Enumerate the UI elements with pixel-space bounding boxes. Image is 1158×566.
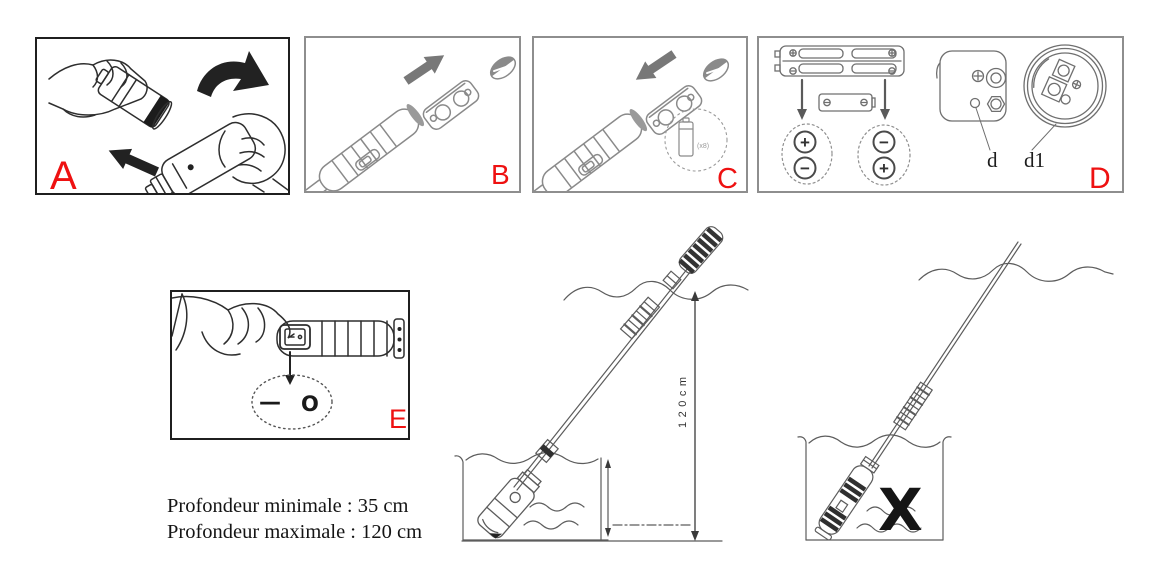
water-basin-icon [797,434,952,541]
pole-coupling-icon [95,66,173,130]
power-switch-icon [279,324,311,350]
detail-bubble [664,108,728,172]
pole-grip-icon [619,296,661,340]
battery-cartridge-icon [645,85,703,135]
pole-connector-icon [662,270,682,290]
panel-e-letter: E [389,404,407,434]
switch-off-symbol: O [301,392,319,416]
vacuum-head-icon [477,468,542,539]
hand-icon [172,293,295,356]
battery-cartridge-icon [422,80,480,130]
polarity-circle [793,130,817,154]
pole-joint-icon [534,438,560,464]
polarity-arrow-icon [797,78,890,120]
polarity-circle [872,130,896,154]
panel-b-remove-cartridge: B [304,36,521,193]
minus-sign: − [800,159,810,178]
minus-sign: − [879,133,889,152]
remove-arrow-icon [400,46,450,90]
min-depth-caption: Profondeur minimale : 35 cm [167,495,409,517]
twist-arrow-icon [197,51,269,97]
panel-a-assemble-head: A [35,37,290,195]
panel-a-letter: A [50,154,77,193]
panel-c-insert-cartridge: (x8) C [532,36,748,193]
switch-arrow-icon [285,351,295,385]
panel-e-power-switch: — O E [170,290,410,440]
connector-round-label: d1 [1024,148,1045,172]
polarity-bubble-right [857,124,911,186]
insert-arrow-icon [630,45,680,89]
panel-d-letter: D [1089,162,1111,191]
forbidden-cross-mark: X [878,476,923,544]
correct-depth-figure: 120cm [454,226,749,542]
plus-sign: + [879,159,889,178]
handle-icon [276,318,405,359]
telescopic-pole-icon [868,241,1022,469]
battery-count-label: (x8) [697,143,709,150]
min-depth-measure [605,459,611,537]
connector-square-label: d [987,148,998,172]
hand-icon [48,59,148,118]
hand-icon [218,113,288,193]
switch-symbols-bubble [251,374,333,430]
pole-handle-icon [678,226,724,275]
pull-arrow-icon [104,140,162,183]
battery-cartridge-top-icon [774,45,905,77]
max-depth-caption: Profondeur maximale : 120 cm [167,521,423,543]
end-cap-icon [702,58,730,82]
panel-d-battery-polarity: + − − + d d1 D [757,36,1124,193]
depth-captions: Profondeur minimale : 35 cm Profondeur m… [167,493,467,545]
panel-b-letter: B [491,159,510,190]
polarity-circle [793,156,817,180]
handle-icon [306,104,425,191]
panel-e-drawing: — O E [172,293,407,434]
pole-grip-icon [892,381,934,431]
forbidden-depth-figure: X [797,241,1114,544]
polarity-bubble-left [781,123,833,185]
panel-c-drawing: (x8) C [534,45,738,191]
panel-c-letter: C [717,163,738,191]
max-depth-measure [691,291,699,541]
plus-sign: + [800,133,810,152]
switch-on-symbol: — [259,390,281,415]
handle-unit-icon [144,121,257,193]
water-basin-icon [454,452,609,541]
panel-b-drawing: B [306,46,517,191]
water-surface-line [918,262,1114,282]
water-surface-line [563,280,749,301]
square-connector-icon [935,50,1007,151]
panel-a-drawing: A [48,51,288,193]
contact-plate-icon [818,93,876,112]
panel-d-drawing: + − − + d d1 D [774,44,1111,191]
pole-handle-icon [814,455,880,541]
handle-icon [534,109,648,191]
polarity-circle [872,156,896,180]
round-connector-icon [1023,44,1107,151]
measurement-label: 120cm [677,372,689,428]
battery-icon [678,117,694,157]
end-cap-icon [489,56,517,80]
